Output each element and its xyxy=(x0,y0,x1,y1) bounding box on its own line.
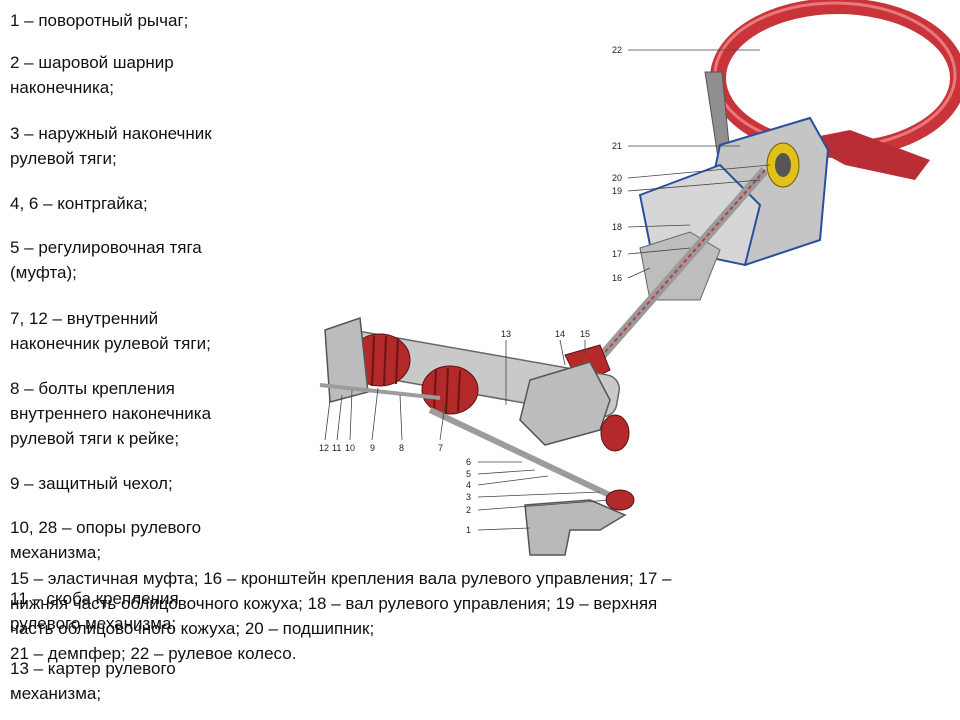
callout-19: 19 xyxy=(612,186,622,196)
callout-15: 15 xyxy=(580,329,590,339)
callout-9: 9 xyxy=(370,443,375,453)
tie-rod xyxy=(428,407,622,503)
callout-2: 2 xyxy=(466,505,471,515)
caption: 15 – эластичная муфта; 16 – кронштейн кр… xyxy=(10,566,850,666)
callout-20: 20 xyxy=(612,173,622,183)
callout-10: 10 xyxy=(345,443,355,453)
callout-6: 6 xyxy=(466,457,471,467)
callout-7: 7 xyxy=(438,443,443,453)
steering-shaft xyxy=(596,167,769,361)
callout-22: 22 xyxy=(612,45,622,55)
callout-18: 18 xyxy=(612,222,622,232)
legend-item: 2 – шаровой шарнир наконечника; xyxy=(10,53,174,97)
callout-17: 17 xyxy=(612,249,622,259)
callout-3: 3 xyxy=(466,492,471,502)
callout-16: 16 xyxy=(612,273,622,283)
legend-item: 5 – регулировочная тяга (муфта); xyxy=(10,238,202,282)
steering-arm xyxy=(524,489,635,556)
caption-line: нижняя часть облицовочного кожуха; 18 – … xyxy=(10,594,658,613)
legend-item: 4, 6 – контргайка; xyxy=(10,194,148,213)
callout-13: 13 xyxy=(501,329,511,339)
legend-item: 8 – болты крепления внутреннего наконечн… xyxy=(10,379,212,448)
callout-5: 5 xyxy=(466,469,471,479)
legend-item: 10, 28 – опоры рулевого механизма; xyxy=(10,518,202,562)
caption-line: 15 – эластичная муфта; 16 – кронштейн кр… xyxy=(10,569,672,588)
caption-line: часть облицовочного кожуха; 20 – подшипн… xyxy=(10,619,375,638)
legend-item: 11 – скоба крепления рулевого механизма; xyxy=(10,589,179,633)
callouts: 22 21 20 19 18 17 16 13 14 15 12 11 10 9… xyxy=(319,45,622,535)
legend-item: 7, 12 – внутренний наконечник рулевой тя… xyxy=(10,309,211,353)
mount-rod xyxy=(319,383,441,400)
legend-item: 1 – поворотный рычаг; xyxy=(10,11,189,30)
callout-21: 21 xyxy=(612,141,622,151)
caption-line: 21 – демпфер; 22 – рулевое колесо. xyxy=(10,644,297,663)
callout-11: 11 xyxy=(332,443,341,453)
legend-item: 13 – картер рулевого механизма; xyxy=(10,659,176,703)
legend-item: 3 – наружный наконечник рулевой тяги; xyxy=(10,124,212,168)
callout-1: 1 xyxy=(466,525,471,535)
callout-12: 12 xyxy=(319,443,329,453)
callout-8: 8 xyxy=(399,443,404,453)
callout-4: 4 xyxy=(466,480,471,490)
legend-item: 9 – защитный чехол; xyxy=(10,474,173,493)
callout-14: 14 xyxy=(555,329,565,339)
